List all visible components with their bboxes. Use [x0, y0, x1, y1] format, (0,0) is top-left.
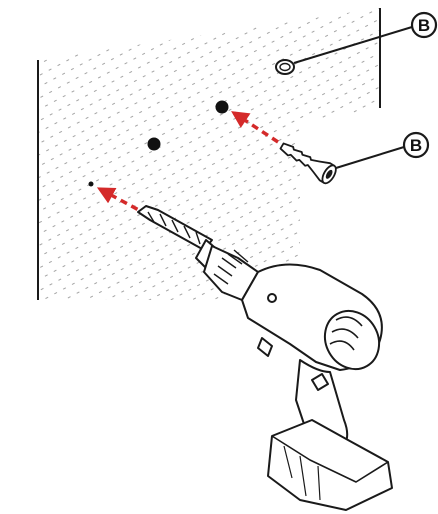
anchor-insert-arrow	[231, 111, 279, 144]
callout-label-top: B	[418, 16, 430, 35]
callout-label-mid: B	[410, 136, 422, 155]
callout-badge-top: B	[410, 11, 438, 39]
hole-large-upper	[215, 100, 229, 114]
washer-icon	[275, 59, 295, 75]
callout-line-top	[293, 26, 413, 64]
wall-surface	[37, 8, 381, 300]
drill-bit-icon	[137, 205, 213, 251]
callout-line-mid	[335, 146, 405, 169]
drill-icon	[137, 205, 393, 511]
hole-small-lower	[88, 181, 94, 187]
callout-badge-mid: B	[402, 131, 430, 159]
wall-anchor-icon	[279, 142, 337, 185]
drill-direction-arrow	[96, 187, 149, 217]
hole-large-middle	[147, 137, 161, 151]
